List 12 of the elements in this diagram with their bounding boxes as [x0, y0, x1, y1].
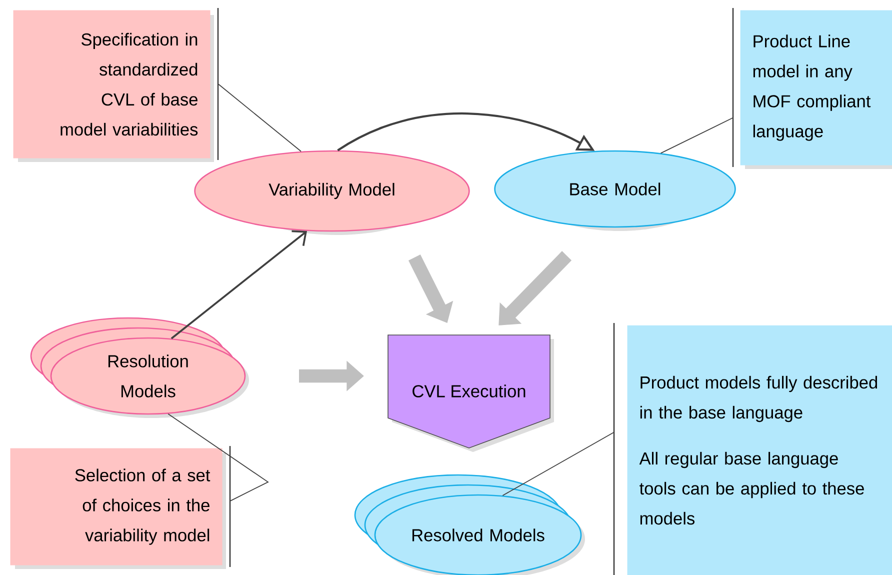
process-pentagon: CVL Execution — [388, 334, 554, 452]
ellipse-stack: Resolution Models — [30, 317, 249, 418]
note-box: Specification in standardized CVL of base model variabilities — [13, 8, 219, 162]
note-box: Selection of a set of choices in the variability model — [10, 446, 231, 569]
note-box: Product models fully described in the base language All regular base language tools can be applied to these models — [613, 323, 892, 575]
leader-line — [168, 413, 269, 502]
arrow — [170, 230, 308, 340]
ellipse-stack: Resolved Models — [354, 474, 585, 575]
leader-line — [218, 84, 302, 152]
leader-line — [660, 117, 734, 154]
block-arrow — [498, 251, 572, 326]
note-box: Product Line model in any MOF compliant language — [732, 8, 892, 169]
